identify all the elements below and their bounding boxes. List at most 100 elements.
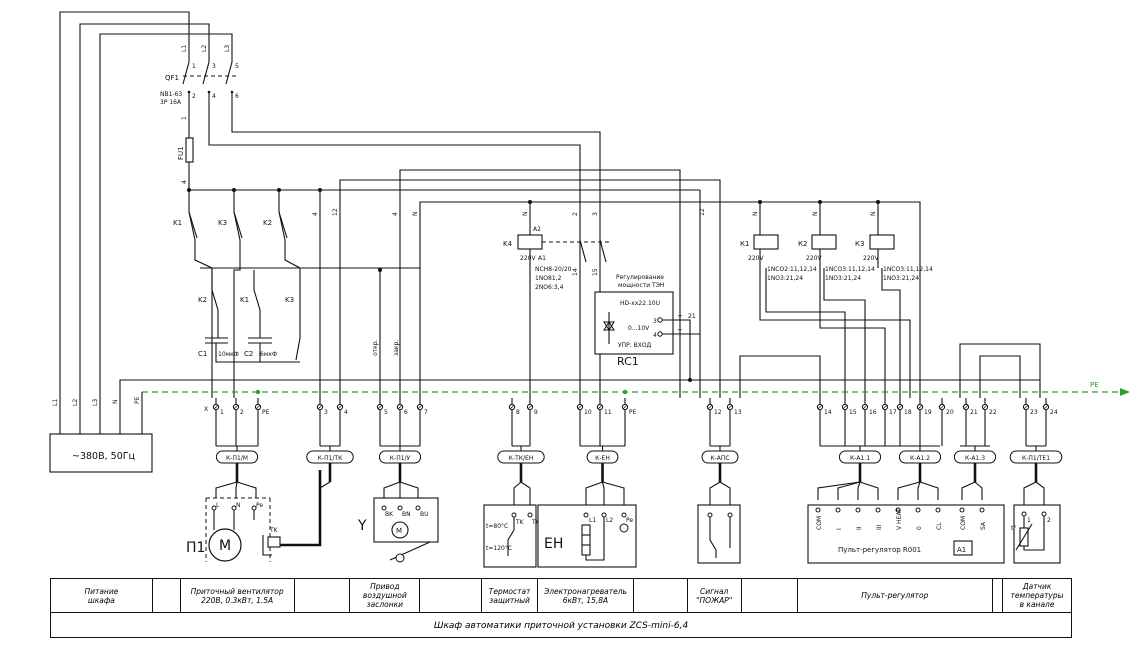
- rc1-input: УПР. ВХОД: [618, 342, 652, 349]
- wire-label-3: 3: [592, 212, 599, 216]
- terminal-number: 8: [516, 409, 520, 416]
- rc1-regulator: [594, 291, 700, 380]
- controller-pin-dot: [959, 507, 965, 513]
- terminal-number: 23: [1030, 409, 1038, 416]
- terminal-number: 21: [970, 409, 978, 416]
- wire-label-n-d: N: [812, 212, 819, 217]
- k2-coil-label: К2: [798, 240, 807, 248]
- controller-pin-label: SA: [980, 521, 987, 530]
- rc1-title-2: мощности ТЭН: [618, 282, 664, 289]
- controller-pin-dot: [855, 507, 861, 513]
- controller-pin-dot: [935, 507, 941, 513]
- terminal-screw-slot: [213, 404, 219, 410]
- cable-core-7-1: [917, 481, 921, 500]
- wire-17-loop: [739, 355, 821, 398]
- rc1-range: 0...10V: [628, 325, 650, 332]
- rc1-name: RC1: [617, 355, 639, 368]
- k3-voltage: 220V: [863, 255, 879, 262]
- k4-label: K4: [503, 240, 513, 248]
- terminal-screw-slot: [707, 404, 713, 410]
- wire-label-4a: 4: [181, 180, 188, 184]
- wire-label-4b: 4: [312, 212, 319, 216]
- controller-pin-dot: [875, 507, 881, 513]
- terminal-screw-slot: [862, 404, 868, 410]
- phase-label-l2: L2: [201, 45, 208, 52]
- damper-close-word: закр.: [393, 340, 400, 356]
- wire-label-n-a: N: [412, 212, 419, 217]
- wire-22-loop: [959, 343, 1041, 398]
- wire-label-n-b: N: [522, 212, 529, 217]
- tb-col-damper: Привод воздушной заслонки: [350, 579, 421, 612]
- qf1-model: NB1-63: [160, 91, 182, 98]
- qf1-rating: 3P 16A: [160, 99, 182, 106]
- k1-contact-label-b: K1: [240, 296, 249, 304]
- damper-pin-bn: BN: [402, 511, 411, 518]
- damper-pin-bu: BU: [420, 511, 429, 518]
- terminal-number: 18: [904, 409, 912, 416]
- phase-label-l1: L1: [181, 45, 188, 52]
- terminal-number: 19: [924, 409, 932, 416]
- motor-pin-n: N: [236, 502, 241, 509]
- terminal-screw-slot: [509, 404, 515, 410]
- motor-symbol: М: [219, 538, 231, 554]
- controller-pin-label: I: [836, 528, 843, 530]
- fu1-fuse: [185, 110, 194, 190]
- phase-label-l3: L3: [224, 45, 231, 52]
- cable-core-1-0: [319, 470, 331, 489]
- controller-pin-label: CL: [936, 522, 943, 530]
- wire-label-1a: 1: [181, 116, 188, 120]
- wire-23-loop: [979, 355, 1021, 398]
- terminal-number: PE: [629, 409, 637, 416]
- terminal-screw-slot: [577, 404, 583, 410]
- controller-pin-dot: [895, 507, 901, 513]
- heater-pin-l2: L2: [606, 517, 613, 524]
- motor-pin-l: L: [216, 502, 220, 509]
- terminal-screw-slot: [417, 404, 423, 410]
- wire-l3-route: [231, 116, 601, 222]
- controller-pin-label: II: [856, 526, 863, 530]
- damper-motor-symbol: М: [396, 527, 402, 535]
- controller-name: Пульт-регулятор R001: [838, 546, 921, 554]
- terminal-screw-slot: [597, 404, 603, 410]
- wire-l2-route: [208, 116, 581, 222]
- wire-label-12a: 12: [699, 208, 706, 216]
- pe-label: PE: [1090, 381, 1099, 389]
- terminal-number: 15: [849, 409, 857, 416]
- thermostat-t80: t=80°C: [486, 523, 508, 530]
- terminal-screw-slot: [817, 404, 823, 410]
- supply-term-pe: PE: [134, 396, 141, 404]
- cable-core-6-0: [817, 481, 861, 500]
- cable-core-9-0: [1023, 481, 1037, 512]
- terminal-number: 6: [404, 409, 408, 416]
- terminal-screw-slot: [727, 404, 733, 410]
- cable-core-6-2: [857, 481, 861, 500]
- controller-pin-dot: [815, 507, 821, 513]
- terminal-number: 13: [734, 409, 742, 416]
- c1-value: 10мкФ: [218, 351, 239, 358]
- terminal-number: 9: [534, 409, 538, 416]
- duct-sensor: [1013, 504, 1061, 564]
- tb-col-spacer-3: [420, 579, 483, 612]
- electric-heater: [537, 504, 637, 568]
- k3-spec-2: 1NO3:21,24: [883, 275, 919, 282]
- terminal-screw-slot: [622, 404, 628, 410]
- damper-actuator: [373, 497, 439, 563]
- terminal-number: 12: [714, 409, 722, 416]
- k2-voltage: 220V: [806, 255, 822, 262]
- motor-tk-label: TK: [269, 527, 279, 534]
- tb-col-supply: Питание шкафа: [51, 579, 153, 612]
- terminal-number: 22: [989, 409, 997, 416]
- sensor-pin-2: 2: [1047, 517, 1051, 524]
- title-block-columns: Питание шкафа Приточный вентилятор 220В,…: [51, 579, 1071, 613]
- sensor-symbol: t°: [1011, 525, 1016, 532]
- cable-core-0-0: [215, 481, 238, 498]
- controller-pin-label: COM: [960, 516, 967, 530]
- tb-col-fan: Приточный вентилятор 220В, 0.3кВт, 1.5А: [181, 579, 295, 612]
- fu1-label: FU1: [177, 146, 185, 160]
- thermostat-t120: t=120°C: [486, 545, 512, 552]
- cable-core-0-1: [235, 481, 238, 498]
- qf1-pin-1: 1: [192, 63, 196, 70]
- k3-contact-label-b: K3: [285, 296, 294, 304]
- cable-label-2: К-П1/У: [390, 455, 411, 462]
